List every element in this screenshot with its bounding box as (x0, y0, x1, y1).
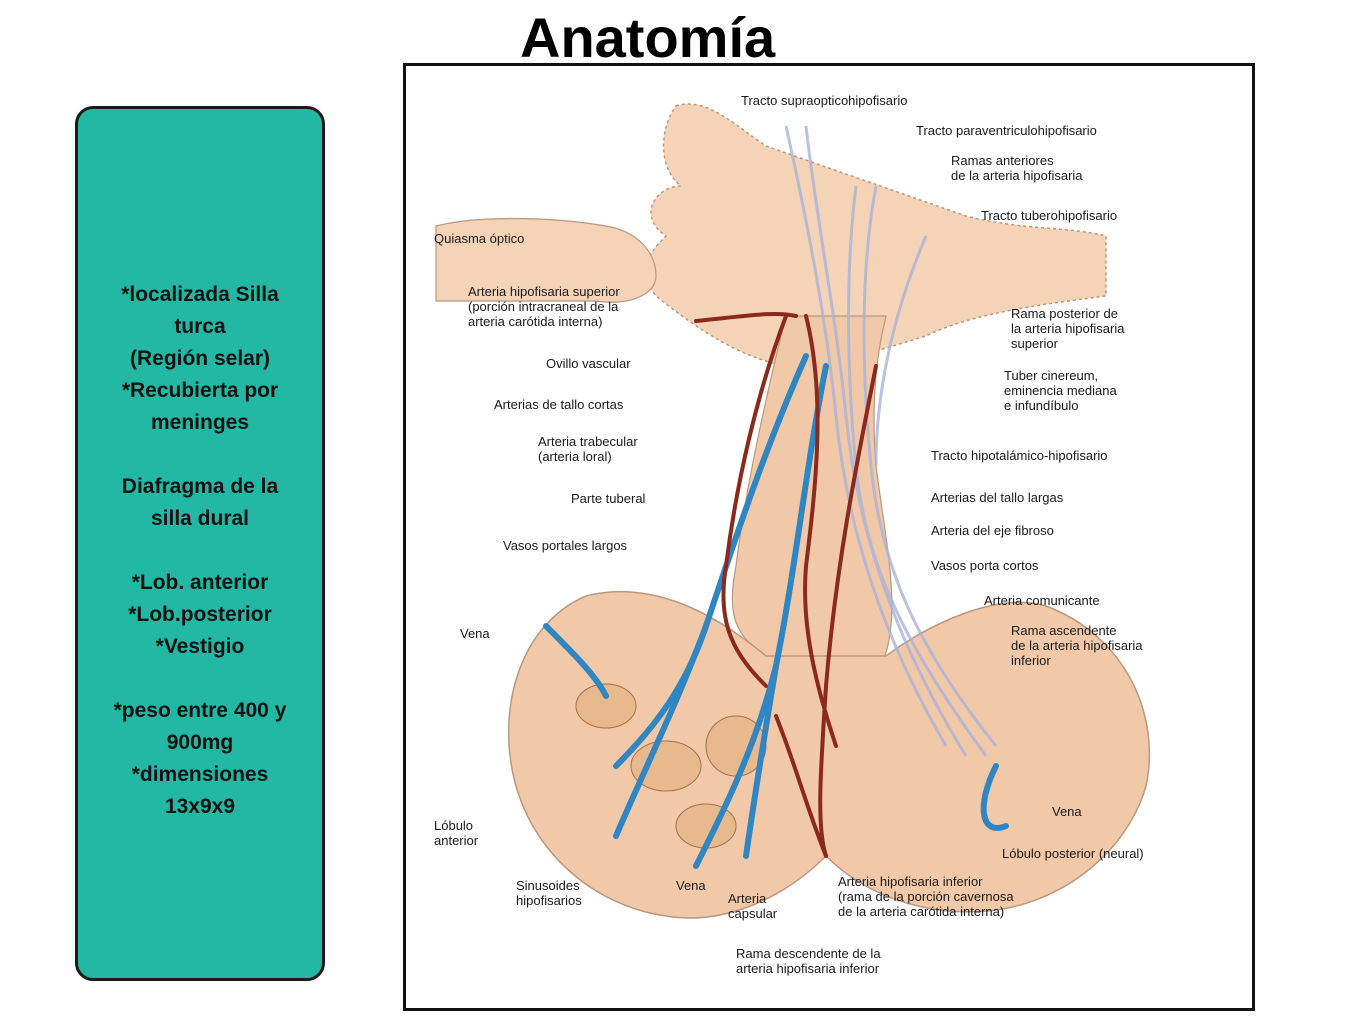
arteries (694, 311, 878, 858)
info-line: *Lob. anterior (131, 571, 269, 594)
label-eje-fibroso: Arteria del eje fibroso (931, 523, 1054, 538)
info-line: *localizada Silla (121, 283, 279, 306)
pituitary-gland (507, 590, 1151, 919)
info-line: *Vestigio (155, 635, 245, 658)
label-quiasma: Quiasma óptico (434, 231, 525, 246)
label-vena-left: Vena (460, 626, 490, 641)
info-line: Diafragma de la (121, 475, 279, 498)
label-tuber-cinereum: Tuber cinereum, eminencia mediana e infu… (1004, 368, 1117, 413)
label-tallo-largas: Arterias del tallo largas (931, 490, 1064, 505)
info-line: (Región selar) (129, 347, 271, 370)
label-rama-ascendente: Rama ascendente de la arteria hipofisari… (1011, 623, 1143, 668)
info-line: *dimensiones (131, 763, 269, 786)
info-line: 900mg (166, 731, 234, 754)
label-tallo-cortas: Arterias de tallo cortas (494, 397, 624, 412)
label-porta-cortos: Vasos porta cortos (931, 558, 1039, 573)
neural-fibres (784, 125, 998, 757)
info-spacer (78, 439, 322, 471)
label-sinusoides: Sinusoides hipofisarios (516, 878, 582, 908)
info-spacer (78, 663, 322, 695)
label-tuberal: Parte tuberal (571, 491, 646, 506)
label-arteria-superior: Arteria hipofisaria superior (porción in… (468, 284, 620, 329)
label-rama-posterior: Rama posterior de la arteria hipofisaria… (1011, 306, 1125, 351)
label-ovillo: Ovillo vascular (546, 356, 631, 371)
info-line: *peso entre 400 y (113, 699, 287, 722)
info-line: *Recubierta por (121, 379, 279, 402)
label-tuberohipofisario: Tracto tuberohipofisario (981, 208, 1118, 223)
pituitary-diagram: Tracto supraopticohipofisario Tracto par… (403, 63, 1255, 1011)
label-rama-descendente: Rama descendente de la arteria hipofisar… (736, 946, 881, 976)
label-capsular: Arteria capsular (728, 891, 778, 921)
label-vena-right: Vena (1052, 804, 1082, 819)
label-hipotalamo: Tracto hipotalámico-hipofisario (931, 448, 1108, 463)
info-spacer (78, 535, 322, 567)
label-supraoptico: Tracto supraopticohipofisario (741, 93, 908, 108)
label-arteria-inferior: Arteria hipofisaria inferior (rama de la… (838, 874, 1014, 919)
slide-title: Anatomía (520, 6, 776, 69)
label-portales-largos: Vasos portales largos (503, 538, 628, 553)
label-lobulo-posterior: Lóbulo posterior (neural) (1002, 846, 1144, 861)
label-trabecular: Arteria trabecular (arteria loral) (538, 434, 638, 464)
info-line: turca (174, 315, 226, 338)
pituitary-illustration (435, 103, 1151, 919)
info-line: silla dural (150, 507, 250, 530)
info-box: *localizada Silla turca (Región selar) *Re… (75, 106, 325, 981)
label-lobulo-anterior: Lóbulo anterior (434, 818, 479, 848)
label-comunicante: Arteria comunicante (984, 593, 1100, 608)
info-line: 13x9x9 (164, 795, 236, 818)
info-line: meninges (150, 411, 250, 434)
info-line: *Lob.posterior (128, 603, 272, 626)
veins (543, 353, 1009, 869)
label-ramas-anteriores: Ramas anteriores de la arteria hipofisar… (951, 153, 1083, 183)
optic-chiasm (435, 217, 657, 303)
label-paraventricular: Tracto paraventriculohipofisario (916, 123, 1097, 138)
label-vena-bottom: Vena (676, 878, 706, 893)
